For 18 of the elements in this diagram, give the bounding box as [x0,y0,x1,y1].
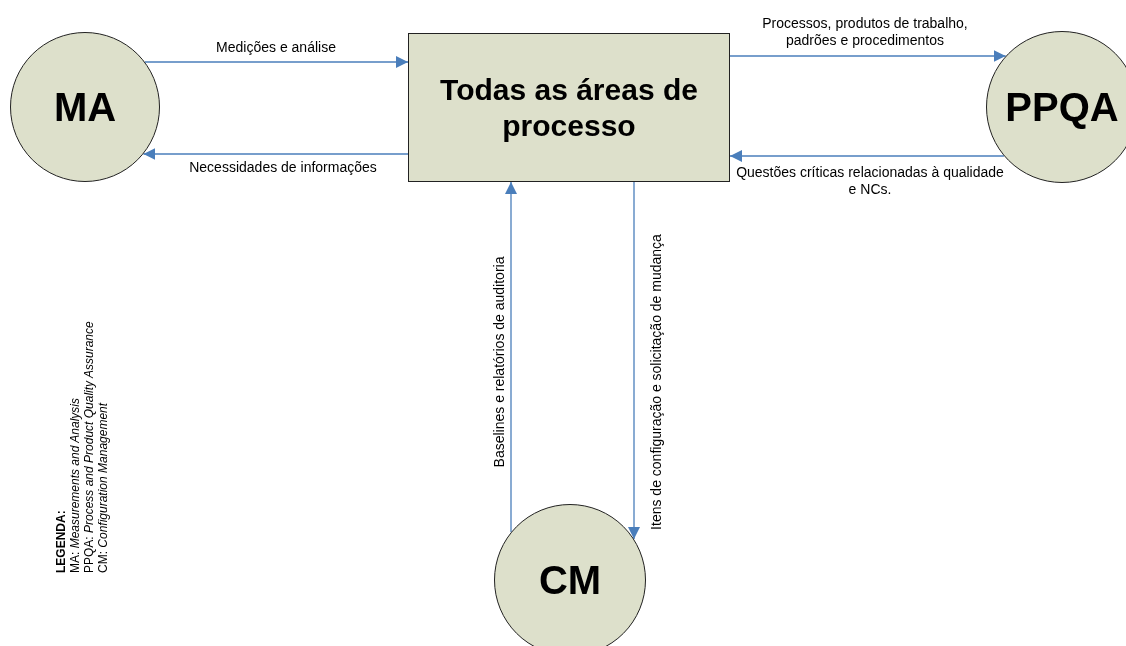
edge-label: Medições e análise [214,38,338,56]
legend-entry: MA: Measurements and Analysis [68,398,82,573]
arrow [628,181,640,540]
legend-entry: CM: Configuration Management [96,402,110,573]
node-label: PPQA [1005,84,1119,131]
arrow [729,150,1005,162]
edge-label: Itens de configuração e solicitação de mudança [647,232,665,532]
legend-heading: LEGENDA: [54,510,68,573]
process-box [408,33,730,182]
edge-label: Necessidades de informações [187,158,379,176]
node-label: Todas as áreas de processo [439,71,699,144]
arrow [144,56,409,68]
arrow [729,50,1007,62]
arrow [142,148,409,160]
node-label: CM [538,557,602,604]
arrow [505,181,517,533]
node-label: MA [53,84,117,131]
legend-entry: PPQA: Process and Product Quality Assurance [82,321,96,573]
